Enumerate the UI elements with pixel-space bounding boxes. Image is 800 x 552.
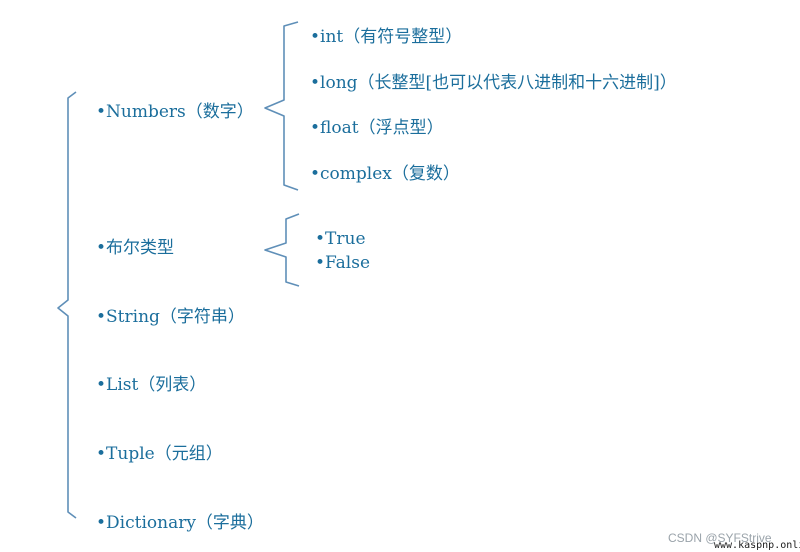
numbers-item-int: •int（有符号整型）: [310, 27, 463, 47]
boolean-item-false: •False: [315, 253, 371, 273]
csdn-watermark: CSDN @SYFStrive: [668, 531, 772, 545]
root-item-tuple: •Tuple（元组）: [96, 444, 223, 464]
root-item-list: •List（列表）: [96, 375, 207, 395]
root-item-numbers: •Numbers（数字）: [96, 102, 254, 122]
root-brace: [57, 91, 77, 519]
numbers-item-long: •long（长整型[也可以代表八进制和十六进制]）: [310, 73, 677, 93]
numbers-brace: [264, 21, 299, 191]
site-watermark: www.kaspnp.online: [714, 540, 800, 551]
numbers-item-float: •float（浮点型）: [310, 118, 444, 138]
root-item-dictionary: •Dictionary（字典）: [96, 513, 264, 533]
root-item-boolean: •布尔类型: [96, 238, 175, 258]
boolean-brace: [264, 213, 300, 287]
root-item-string: •String（字符串）: [96, 307, 245, 327]
boolean-item-true: •True: [315, 229, 366, 249]
numbers-item-complex: •complex（复数）: [310, 164, 460, 184]
